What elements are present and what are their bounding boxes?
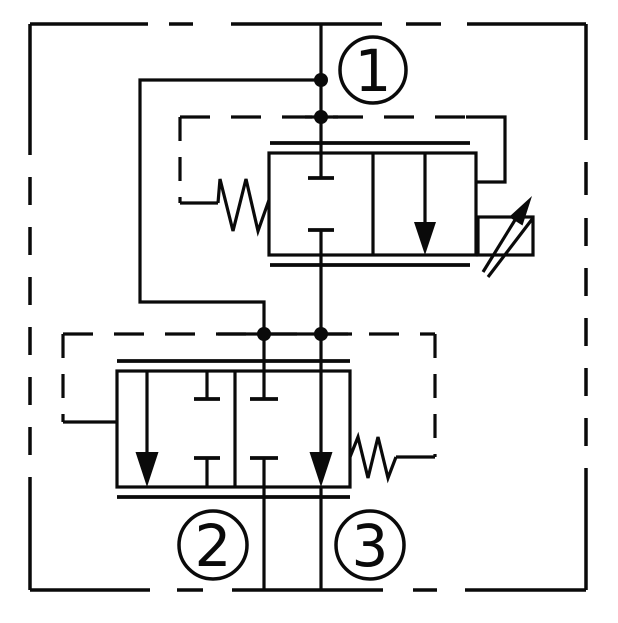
port-2-symbol: 2	[177, 509, 249, 581]
solenoid-slash	[486, 217, 535, 278]
flow-arrow-head	[135, 452, 159, 487]
port-1-label: 1	[355, 37, 392, 105]
junction-dot	[314, 327, 328, 341]
lower-valve-3way	[61, 332, 437, 499]
port-3-circle	[334, 509, 406, 581]
proportional-arrow-head	[509, 196, 532, 226]
port-1-symbol: 1	[338, 35, 408, 105]
port-3-label: 3	[352, 512, 389, 580]
upper-valve-2way	[178, 115, 535, 278]
proportional-arrow-line	[481, 219, 517, 273]
pilot-line-right	[466, 115, 507, 184]
port-1-circle	[338, 35, 408, 105]
spring-icon	[348, 431, 398, 484]
junction-dot	[314, 110, 328, 124]
proportional-solenoid-icon	[476, 196, 535, 278]
junction-dot	[257, 327, 271, 341]
port-2-circle	[177, 509, 249, 581]
port-2-label: 2	[195, 512, 232, 580]
junction-dot	[314, 73, 328, 87]
spring-icon	[216, 178, 271, 237]
enclosure-border	[28, 22, 588, 592]
flow-arrow-head	[309, 452, 333, 487]
port-3-symbol: 3	[334, 509, 406, 581]
flow-arrow-head	[414, 222, 436, 255]
